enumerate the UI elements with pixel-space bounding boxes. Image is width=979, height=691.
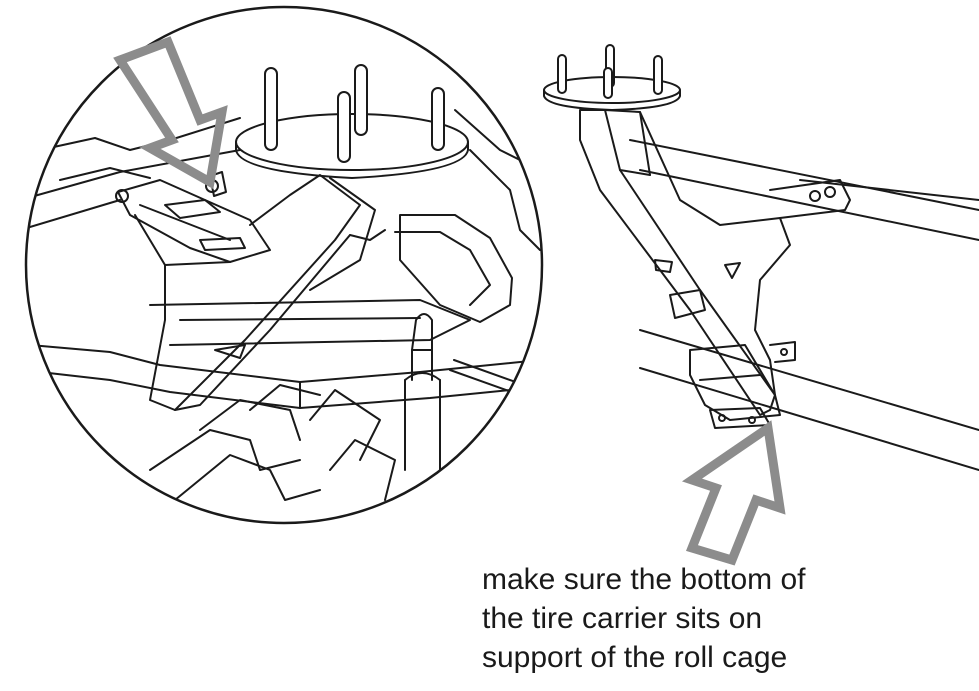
- instruction-caption: make sure the bottom of the tire carrier…: [482, 560, 962, 677]
- detail-view: [24, 5, 544, 525]
- carrier-view: [543, 44, 979, 471]
- caption-line-2: the tire carrier sits on: [482, 602, 763, 635]
- caption-line-3: support of the roll cage: [482, 641, 788, 674]
- arrow-down-right-icon: [113, 36, 228, 190]
- arrow-up-left-icon: [681, 420, 786, 566]
- caption-line-1: make sure the bottom of: [482, 563, 806, 596]
